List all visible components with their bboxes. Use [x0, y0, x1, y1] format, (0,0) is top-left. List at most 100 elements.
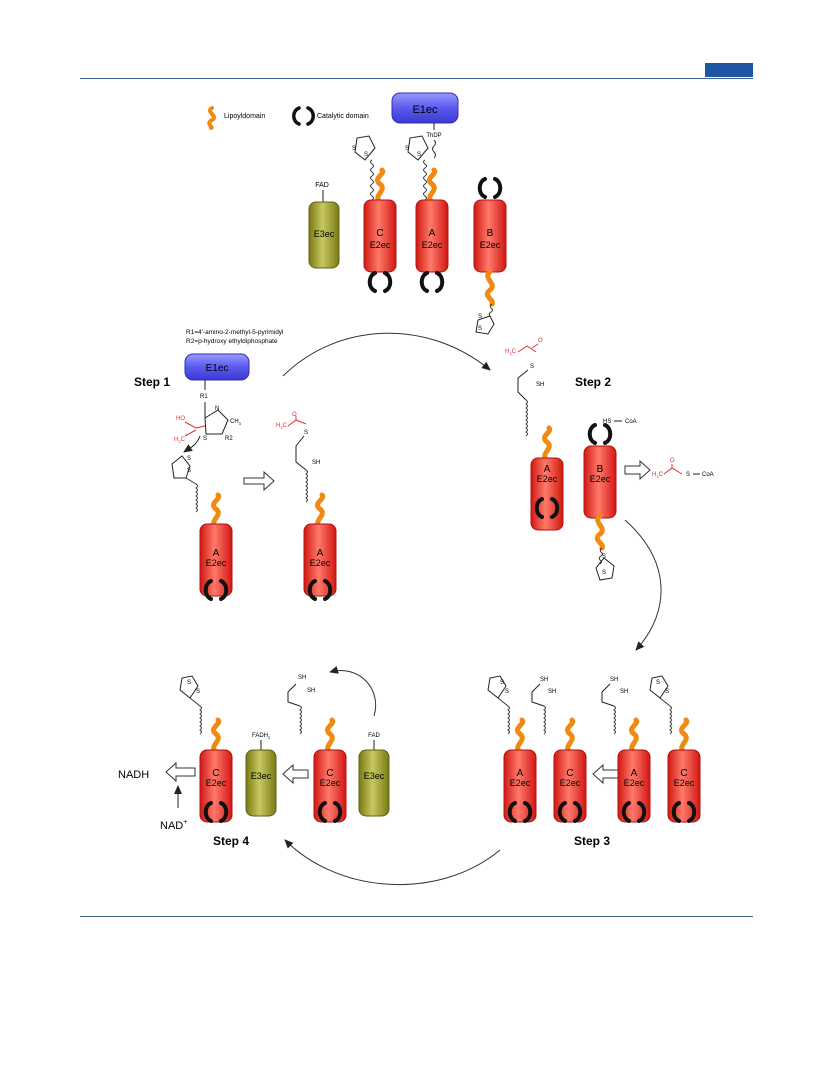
e2-subunit-label: C: [680, 768, 687, 779]
svg-text:H3C: H3C: [505, 349, 517, 356]
step1-open-arrow: [243, 470, 275, 492]
e2-subunit-label: B: [597, 464, 604, 475]
e3-label: E3ec: [251, 771, 272, 781]
o-label: O: [292, 412, 297, 418]
thdp-thiazolium: N S CH3 R2 HO H3C: [174, 402, 242, 453]
s-label: S: [187, 468, 191, 474]
thdp-label: ThDP: [426, 133, 441, 139]
o-label: O: [538, 338, 543, 344]
r1-label: R1: [200, 394, 208, 400]
e2-subunit-label: A: [544, 464, 551, 475]
e2-name-label: E2ec: [422, 240, 443, 250]
cycle-arrow-1-2: [282, 332, 491, 377]
e2-subunit-label: C: [566, 768, 573, 779]
e2-name-label: E2ec: [674, 778, 695, 788]
ho-label: HO: [176, 416, 185, 422]
s-label: S: [196, 689, 200, 695]
e2-subunit-label: A: [317, 548, 324, 559]
step1-label: Step 1: [134, 375, 170, 389]
e1-step1-label: E1ec: [206, 363, 229, 374]
e2-step3-c2: S S C E2ec: [649, 675, 701, 823]
s-label: S: [417, 152, 421, 158]
cycle-arrow-2-3: [624, 519, 662, 651]
e2-top-c: S S C E2ec: [352, 135, 397, 293]
s-label: S: [500, 680, 504, 686]
h3c-label: H3C: [174, 437, 186, 444]
e3-label: E3ec: [364, 771, 385, 781]
coa-label: CoA: [625, 419, 637, 425]
step2-label: Step 2: [575, 375, 611, 389]
s-label: S: [187, 680, 191, 686]
legend: Lipoyldomain Catalytic domain: [207, 106, 369, 130]
e1-top: E1ec ThDP: [391, 92, 459, 159]
s-label: S: [505, 689, 509, 695]
s-label: S: [602, 554, 606, 560]
s-label: S: [530, 364, 534, 370]
e2-subunit-label: A: [631, 768, 638, 779]
header-rule: [80, 78, 753, 79]
sh-label: SH: [312, 460, 320, 466]
s-label: S: [405, 146, 409, 152]
s-label: S: [203, 436, 207, 442]
e2-name-label: E2ec: [206, 558, 227, 568]
e2-step3-c1: SH SH C E2ec: [531, 677, 587, 823]
s-label: S: [352, 146, 356, 152]
acetyl-coa: H3C O S CoA: [652, 458, 714, 479]
e1-top-label: E1ec: [412, 104, 438, 116]
svg-text:H3C: H3C: [276, 423, 288, 430]
e2-step4-c1: S S C E2ec: [179, 675, 233, 823]
e2-step1-a-acetylated: H3C O S SH A E2ec: [276, 412, 337, 601]
e2-step4-c2: SH SH C E2ec: [287, 666, 377, 823]
s-label: S: [364, 152, 368, 158]
fadh2-label: FADH2: [252, 733, 271, 740]
e3-step4-fad: FAD E3ec: [358, 733, 390, 817]
o-label: O: [670, 458, 675, 464]
s-label: S: [665, 689, 669, 695]
sh-label: SH: [298, 675, 306, 681]
sh-label: SH: [540, 677, 548, 683]
e3-top-label: E3ec: [314, 229, 335, 239]
s-label: S: [304, 430, 308, 436]
e2-name-label: E2ec: [624, 778, 645, 788]
nad-label: NAD+: [160, 819, 187, 832]
e2-top-a: S S A E2ec: [405, 135, 449, 293]
e2-name-label: E2ec: [480, 240, 501, 250]
step2-open-arrow: [624, 459, 651, 481]
n-label: N: [215, 406, 219, 412]
e2-subunit-label: C: [326, 768, 333, 779]
nadh-output: NADH NAD+: [118, 761, 196, 832]
r2-label: R2: [225, 436, 233, 442]
coa-label: CoA: [702, 472, 714, 478]
ch3-label: CH3: [230, 419, 242, 426]
hs-label: HS: [603, 419, 611, 425]
e2-top-b: B E2ec S S: [473, 177, 507, 335]
s-label: S: [187, 456, 191, 462]
e2-name-label: E2ec: [310, 558, 331, 568]
e2-step3-a1: S S A E2ec: [487, 675, 537, 823]
e3-step4-fadh2: FADH2 E3ec: [245, 733, 277, 817]
e2-name-label: E2ec: [537, 474, 558, 484]
svg-text:H3C: H3C: [652, 472, 664, 479]
e2-step2-a: H3C O S SH A E2ec: [505, 338, 564, 531]
e2-subunit-label: A: [429, 228, 436, 239]
step4-open-arrow: [282, 763, 309, 785]
e1-step1: E1ec R1: [184, 353, 250, 400]
fad-label: FAD: [368, 733, 380, 739]
e2-step1-a: S S A E2ec: [171, 455, 233, 601]
e2-subunit-label: B: [487, 228, 494, 239]
r2-definition: R2=p-hydroxy ethyldiphosphate: [186, 338, 278, 345]
sh-label: SH: [610, 677, 618, 683]
e2-name-label: E2ec: [510, 778, 531, 788]
fad-top-label: FAD: [315, 182, 329, 189]
cycle-arrow-3-4: [284, 839, 501, 886]
header-tab: [705, 63, 753, 77]
nadh-label: NADH: [118, 769, 149, 781]
e2-name-label: E2ec: [560, 778, 581, 788]
sh-label: SH: [307, 688, 315, 694]
e3-top: FAD E3ec: [308, 182, 340, 269]
s-label: S: [686, 472, 690, 478]
e2-name-label: E2ec: [206, 778, 227, 788]
step4-label: Step 4: [213, 834, 249, 848]
e2-subunit-label: C: [376, 228, 383, 239]
e2-subunit-label: A: [213, 548, 220, 559]
